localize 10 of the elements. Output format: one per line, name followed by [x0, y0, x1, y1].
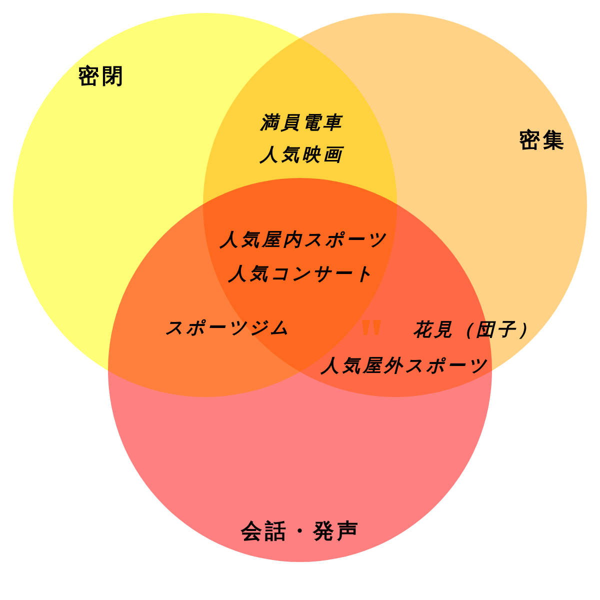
item-label: 人気映画	[260, 146, 344, 166]
category-label: 会話・発声	[241, 518, 361, 544]
item-label: 人気屋内スポーツ	[220, 230, 388, 252]
item-label: 花見（団子）	[413, 320, 539, 342]
item-label: 満員電車	[260, 114, 344, 134]
category-label: 密閉	[78, 64, 126, 88]
item-label: 人気屋外スポーツ	[321, 356, 489, 378]
item-label: スポーツジム	[165, 318, 291, 340]
item-label: 人気コンサート	[228, 264, 376, 286]
category-label: 密集	[519, 128, 567, 152]
